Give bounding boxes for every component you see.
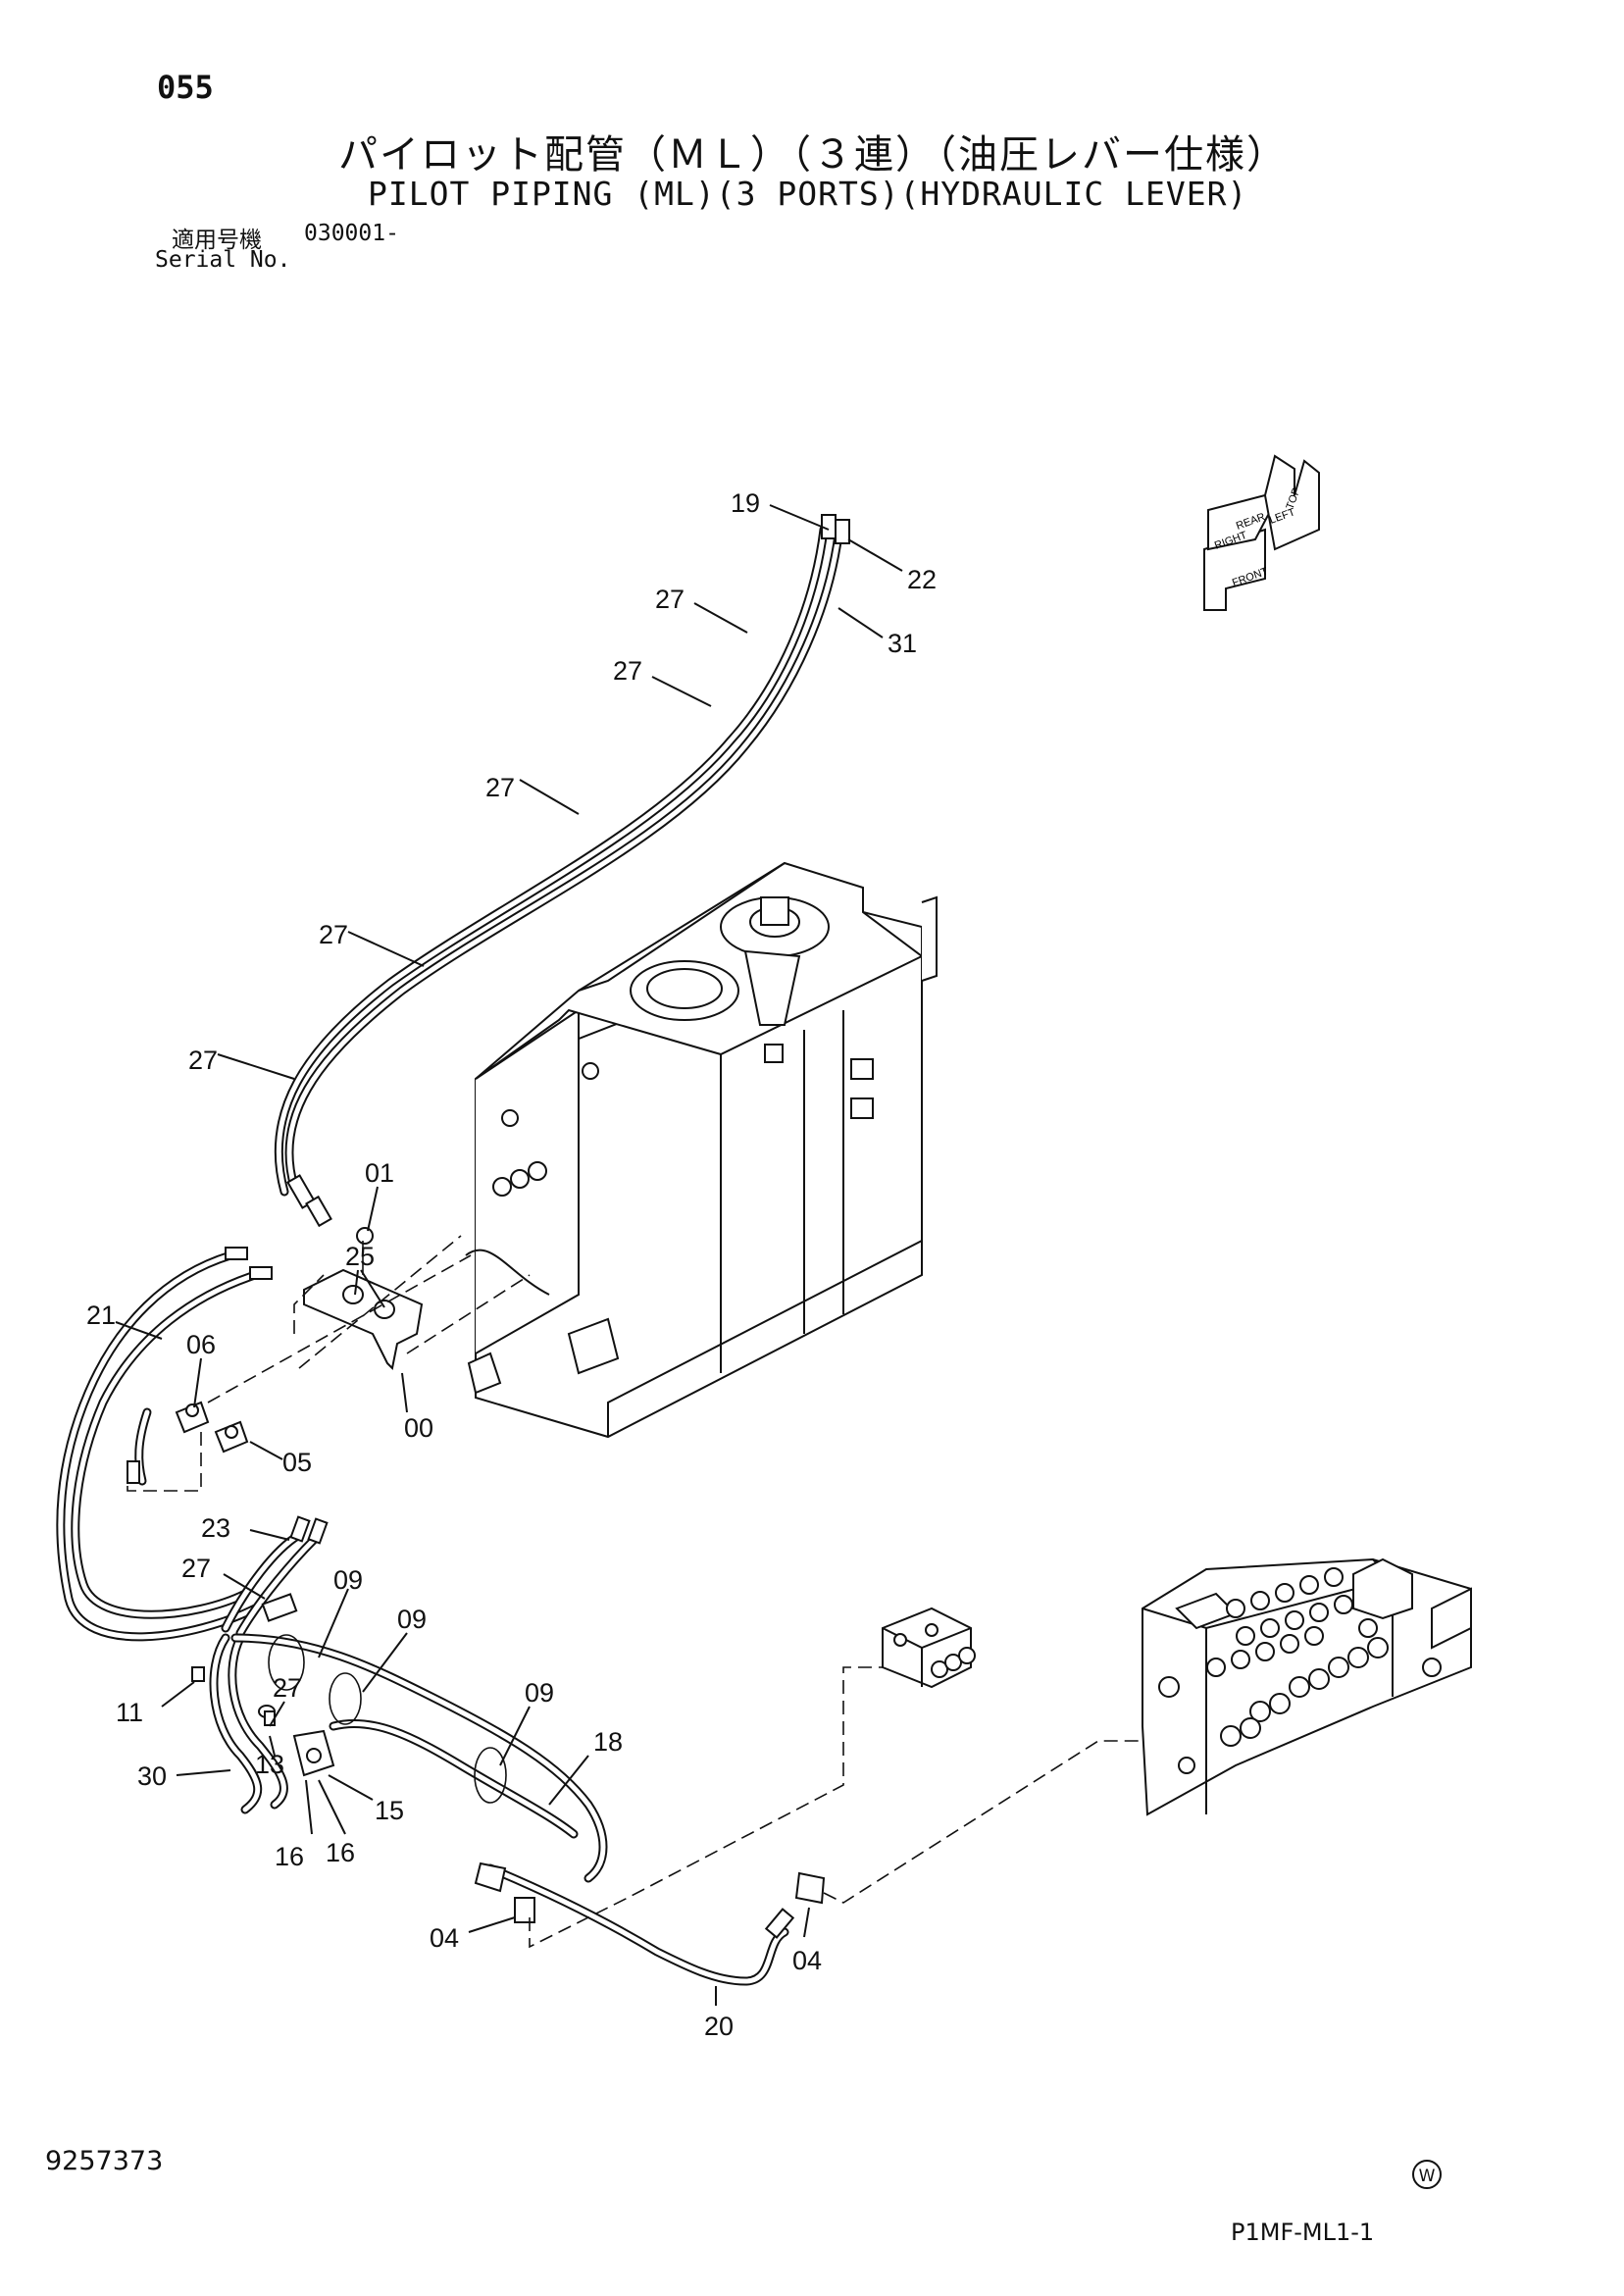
serial-label-english: Serial No. — [155, 247, 291, 273]
leader-lines — [115, 504, 903, 2006]
callout-21: 21 — [86, 1301, 116, 1330]
pilot-hose-lower — [191, 1515, 608, 1883]
control-valve-block-small — [882, 1607, 976, 1689]
callout-20: 20 — [704, 2012, 734, 2041]
sheet-code: P1MF-ML1-1 — [1231, 2219, 1375, 2246]
callout-22: 22 — [907, 565, 937, 594]
callout-01: 01 — [365, 1158, 394, 1188]
callout-13: 13 — [255, 1750, 284, 1779]
callout-25: 25 — [345, 1242, 375, 1271]
callout-11: 11 — [116, 1698, 143, 1727]
part-callouts: 19 22 31 27 27 27 27 27 01 25 21 06 05 0… — [86, 488, 937, 2041]
callout-04-b: 04 — [792, 1946, 822, 1975]
callout-15: 15 — [375, 1796, 404, 1825]
callout-27-b: 27 — [613, 656, 642, 686]
pilot-hose-left-loop — [56, 1247, 273, 1642]
callout-27-d: 27 — [319, 920, 348, 949]
title-english: PILOT PIPING (ML)(3 PORTS)(HYDRAULIC LEV… — [368, 175, 1248, 213]
callout-27-a: 27 — [655, 585, 685, 614]
orientation-arrow-icon: RIGHT FRONT LEFT REAR TOP — [1203, 454, 1320, 611]
drawing-number: 9257373 — [45, 2146, 164, 2176]
callout-27-g: 27 — [273, 1673, 302, 1703]
callout-31: 31 — [888, 629, 917, 658]
serial-number-value: 030001- — [304, 221, 399, 246]
copyright-mark-icon: W — [1412, 2160, 1442, 2189]
bracket-assembly — [293, 1227, 531, 1371]
title-japanese: パイロット配管（ＭＬ）（３連）（油圧レバー仕様） — [338, 132, 1288, 178]
callout-16-b: 16 — [326, 1838, 355, 1867]
page-number: 055 — [157, 69, 214, 106]
pressure-switch-group — [175, 1254, 472, 1454]
callout-18: 18 — [593, 1727, 623, 1757]
callout-27-c: 27 — [485, 773, 515, 802]
callout-09-a: 09 — [333, 1565, 363, 1595]
callout-06: 06 — [186, 1330, 216, 1359]
callout-00: 00 — [404, 1413, 433, 1443]
callout-19: 19 — [731, 488, 760, 518]
callout-23: 23 — [201, 1513, 230, 1543]
hydraulic-tank — [465, 861, 938, 1439]
callout-09-c: 09 — [525, 1678, 554, 1708]
serial-label-japanese: 適用号機 — [172, 228, 262, 253]
pilot-hose-upper — [274, 514, 850, 1228]
callout-09-b: 09 — [397, 1605, 427, 1634]
callout-16-a: 16 — [275, 1842, 304, 1871]
callout-27-e: 27 — [188, 1046, 218, 1075]
main-control-valve — [1142, 1557, 1472, 1816]
callout-27-f: 27 — [181, 1554, 211, 1583]
callout-04-a: 04 — [430, 1923, 459, 1953]
pilot-hose-20 — [474, 1666, 1147, 1986]
callout-05: 05 — [282, 1448, 312, 1477]
callout-30: 30 — [137, 1761, 167, 1791]
